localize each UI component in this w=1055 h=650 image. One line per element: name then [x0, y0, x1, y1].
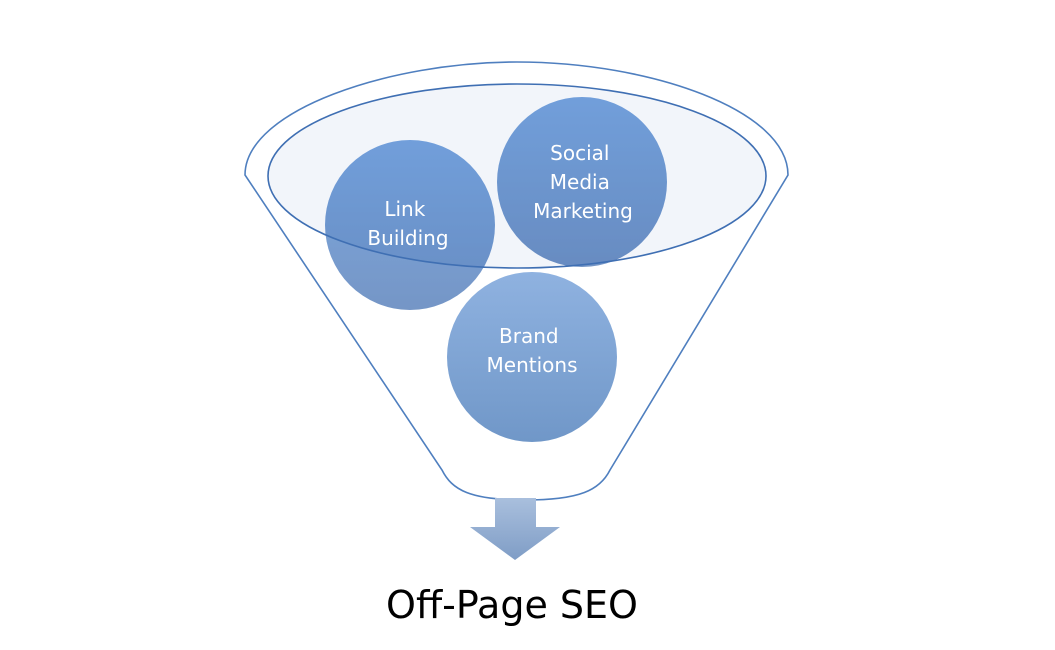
result-title: Off-Page SEO: [386, 583, 638, 627]
social-media-label: Social Media Marketing: [533, 141, 633, 223]
down-arrow-icon: [470, 498, 560, 560]
link-building-circle: [325, 140, 495, 310]
funnel-top-ellipse: [267, 83, 767, 269]
brand-mentions-circle: [447, 272, 617, 442]
brand-mentions-label: Brand Mentions: [487, 324, 578, 377]
social-media-circle: [497, 97, 667, 267]
link-building-label: Link Building: [367, 197, 448, 250]
